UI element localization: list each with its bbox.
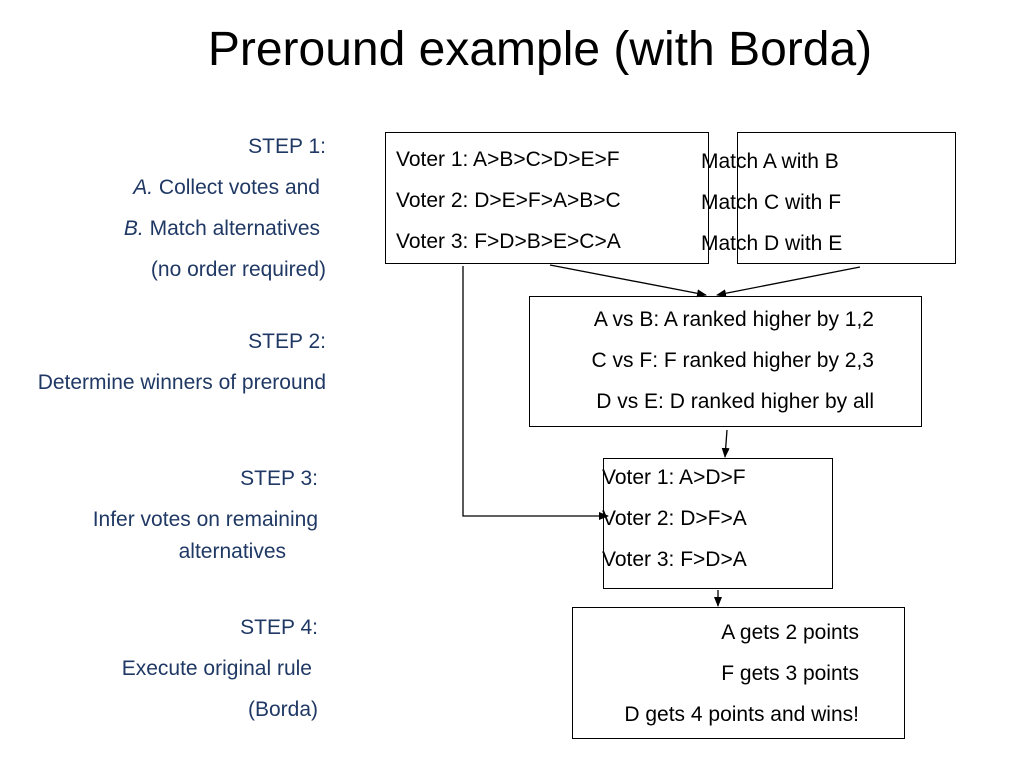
- step-4-line-2: (Borda): [247, 698, 318, 721]
- slide-title: Preround example (with Borda): [207, 23, 873, 76]
- inferred-line-3: Voter 3: F>D>A: [602, 548, 747, 571]
- step-1-line-b: B. Match alternatives: [124, 208, 320, 249]
- step-1-line-c: (no order required): [150, 258, 326, 281]
- step-2: STEP 2: Determine winners of preround: [38, 321, 326, 403]
- arrow-match-to-results: [716, 266, 861, 298]
- points-box: [572, 607, 905, 739]
- step-1-line-a-text: Collect votes and: [153, 176, 320, 199]
- inferred-line-1: Voter 1: A>D>F: [602, 466, 746, 489]
- inferred-box: [603, 458, 833, 589]
- result-line-1: A vs B: A ranked higher by 1,2: [593, 308, 874, 331]
- step-1-line-b-prefix: B.: [123, 217, 144, 240]
- results-box: [529, 296, 922, 427]
- arrow-votes-to-results: [549, 264, 707, 298]
- points-line-3: D gets 4 points and wins!: [624, 703, 859, 726]
- step-1-heading: STEP 1:: [248, 135, 326, 158]
- arrow-results-to-inferred: [721, 429, 730, 458]
- step-1-line-a: A. Collect votes and: [124, 167, 320, 208]
- step-1: STEP 1: A. Collect votes and B. Match al…: [124, 126, 326, 290]
- step-4-heading: STEP 4:: [240, 616, 318, 639]
- points-line-2: F gets 3 points: [721, 662, 859, 685]
- step-1-line-b-text: Match alternatives: [143, 217, 320, 240]
- step-3-line-1: Infer votes on remaining: [92, 508, 318, 531]
- step-3-line-2: alternatives: [178, 540, 286, 563]
- points-line-1: A gets 2 points: [721, 621, 859, 644]
- vote-line-1: Voter 1: A>B>C>D>E>F: [396, 148, 620, 171]
- match-line-1: Match A with B: [701, 150, 839, 173]
- step-2-heading: STEP 2:: [248, 330, 326, 353]
- match-box: [737, 132, 956, 264]
- step-1-line-a-prefix: A.: [133, 176, 154, 199]
- match-line-3: Match D with E: [701, 232, 843, 255]
- vote-line-2: Voter 2: D>E>F>A>B>C: [396, 189, 621, 212]
- vote-line-3: Voter 3: F>D>B>E>C>A: [396, 230, 621, 253]
- votes-box: [385, 132, 709, 264]
- step-2-line: Determine winners of preround: [37, 371, 326, 394]
- result-line-3: D vs E: D ranked higher by all: [596, 390, 874, 413]
- step-4: STEP 4: Execute original rule (Borda): [122, 607, 318, 730]
- match-line-2: Match C with F: [701, 191, 842, 214]
- arrow-votes-to-inferred: [462, 266, 609, 520]
- inferred-line-2: Voter 2: D>F>A: [602, 507, 747, 530]
- step-3: STEP 3: Infer votes on remaining alterna…: [93, 458, 318, 564]
- step-3-heading: STEP 3:: [240, 467, 318, 490]
- result-line-2: C vs F: F ranked higher by 2,3: [591, 349, 874, 372]
- step-4-line-1: Execute original rule: [121, 657, 312, 680]
